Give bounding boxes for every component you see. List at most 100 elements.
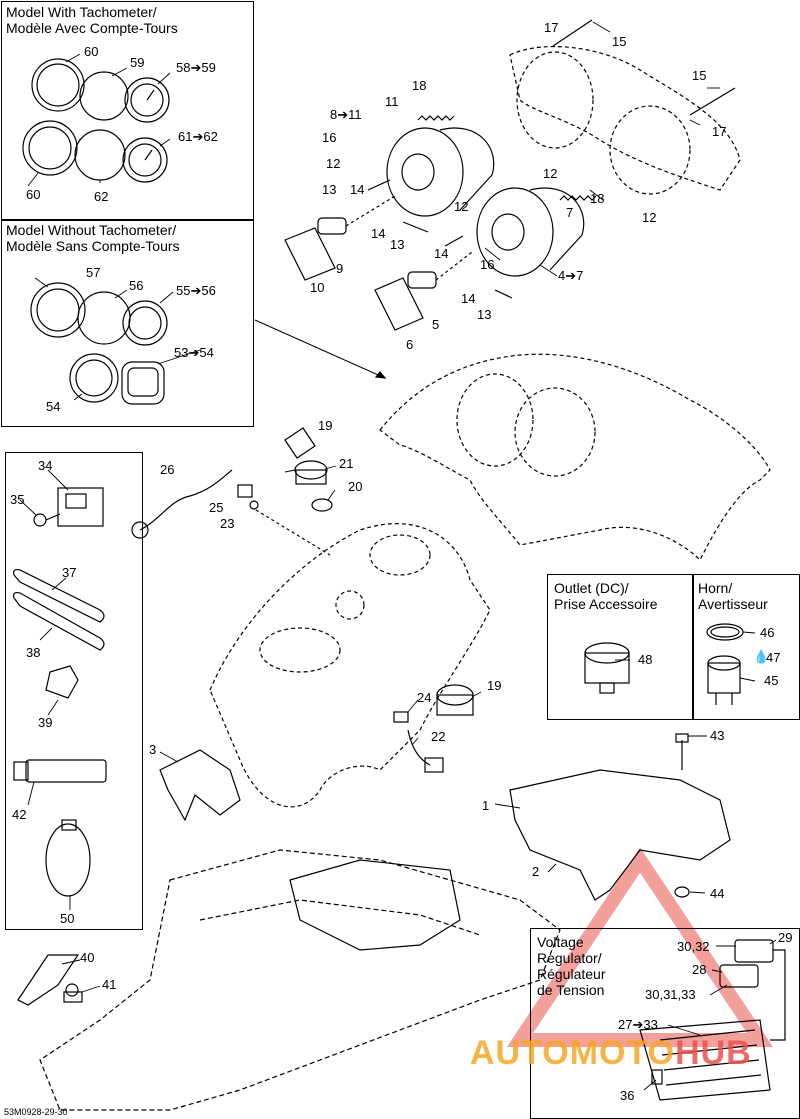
- outlet-48: [584, 642, 630, 694]
- center-console: [209, 523, 491, 808]
- tachometer-model-box: [1, 1, 254, 221]
- bulb-holder-6: [374, 277, 424, 331]
- callout-14-c: 14: [434, 246, 449, 261]
- outlet-title-line1: Outlet (DC)/: [554, 580, 629, 596]
- callout-14-d: 14: [461, 291, 476, 306]
- callout-58-59: 58➔59: [176, 60, 216, 75]
- pin-15b: [689, 87, 736, 116]
- clip-39: [45, 665, 79, 699]
- gauge-lens-59: [79, 71, 129, 121]
- switch-21: [294, 460, 328, 485]
- socket-23: [249, 500, 331, 556]
- callout-18-top: 18: [412, 78, 427, 93]
- foam-tube-37: [13, 568, 105, 623]
- cable-tie-50: [45, 819, 91, 897]
- gauge-speedometer-55: [122, 300, 168, 346]
- bulb-5: [407, 251, 473, 289]
- drawing-code: 53M0928-29-30: [4, 1107, 68, 1117]
- callout-1: 1: [482, 798, 490, 813]
- callout-15-top: 15: [612, 34, 627, 49]
- screw-35: [33, 513, 61, 527]
- callout-12-c: 12: [454, 199, 469, 214]
- callout-28: 28: [692, 962, 707, 977]
- nut-20: [311, 498, 333, 512]
- callout-22: 22: [431, 729, 446, 744]
- nut-44: [674, 886, 690, 898]
- watermark-triangle: [506, 847, 774, 1047]
- bracket-3: [159, 749, 241, 822]
- callout-21: 21: [339, 456, 354, 471]
- horn-title-line2: Avertisseur: [698, 596, 768, 612]
- callout-18-b: 18: [590, 191, 605, 206]
- frame-assembly: [39, 849, 561, 1111]
- callout-38: 38: [26, 645, 41, 660]
- regulator-title-line1: Voltage: [537, 934, 584, 950]
- callout-57: 57: [86, 265, 101, 280]
- no-tachometer-model-box: [1, 219, 254, 427]
- callout-2: 2: [532, 864, 540, 879]
- callout-35: 35: [10, 492, 25, 507]
- regulator-mount-bracket: [289, 859, 461, 951]
- callout-19-top: 19: [318, 418, 333, 433]
- switch-cap-19: [284, 427, 316, 459]
- front-hood-panel: [379, 353, 771, 562]
- callout-13-b: 13: [390, 237, 405, 252]
- no-tachometer-model-title-line1: Model Without Tachometer/: [6, 222, 177, 238]
- grommet-25: [237, 484, 253, 498]
- callout-14-b: 14: [371, 226, 386, 241]
- gauge-speedometer-61: [122, 137, 168, 183]
- callout-16-b: 16: [480, 257, 495, 272]
- gauge-tachometer-58: [124, 77, 170, 123]
- callout-14-a: 14: [350, 182, 365, 197]
- callout-36: 36: [620, 1088, 635, 1103]
- bulb-9: [317, 195, 396, 235]
- callout-15-right: 15: [692, 68, 707, 83]
- tachometer-model-title-line2: Modèle Avec Compte-Tours: [6, 20, 178, 36]
- callout-40: 40: [80, 950, 95, 965]
- callout-25: 25: [209, 500, 224, 515]
- callout-54: 54: [46, 399, 61, 414]
- callout-30-32: 30,32: [677, 939, 710, 954]
- callout-39: 39: [38, 715, 53, 730]
- gauge-display-53: [121, 361, 165, 405]
- callout-41: 41: [102, 977, 117, 992]
- fastener-41: [63, 983, 83, 1003]
- horn-divider: [692, 574, 694, 720]
- callout-13-c: 13: [477, 307, 492, 322]
- callout-34: 34: [38, 458, 53, 473]
- watermark-logo-text: AUTOMOTOHUB: [470, 1034, 752, 1073]
- regulator-title-line3: Régulateur: [537, 966, 606, 982]
- callout-50: 50: [60, 911, 75, 926]
- switch-19b: [436, 684, 474, 716]
- gauge-can-8: [386, 127, 495, 217]
- horn-title-line1: Horn/: [698, 580, 733, 596]
- callout-47: 47: [766, 650, 781, 665]
- pin-17a: [552, 19, 593, 47]
- outlet-title-line2: Prise Accessoire: [554, 596, 658, 612]
- harness-22: [407, 729, 444, 773]
- connector-24: [393, 711, 409, 723]
- callout-61-62: 61➔62: [178, 129, 218, 144]
- callout-27-33: 27➔33: [618, 1017, 658, 1032]
- leader-lines: [19, 21, 777, 1091]
- callout-9: 9: [336, 261, 344, 276]
- spring-18b: [559, 195, 597, 201]
- callout-19-bottom: 19: [487, 678, 502, 693]
- callout-60-bottom: 60: [26, 187, 41, 202]
- bracket-34: [57, 487, 104, 527]
- callout-59: 59: [130, 55, 145, 70]
- no-tachometer-model-title-line2: Modèle Sans Compte-Tours: [6, 238, 180, 254]
- tachometer-model-title-line1: Model With Tachometer/: [6, 4, 157, 20]
- callout-55-56: 55➔56: [176, 283, 216, 298]
- instrument-cluster-housing: [509, 46, 741, 195]
- bulb-holder-10: [284, 227, 336, 281]
- callout-3: 3: [149, 742, 157, 757]
- callout-6: 6: [406, 337, 414, 352]
- callout-16-top: 16: [322, 130, 337, 145]
- screws-14-13: [367, 179, 513, 299]
- regulator-title-line4: de Tension: [537, 982, 605, 998]
- screw-43: [675, 733, 689, 770]
- accessories-column-box: [5, 452, 143, 930]
- callout-60-top: 60: [84, 44, 99, 59]
- adhesive-tube-42: [13, 759, 107, 783]
